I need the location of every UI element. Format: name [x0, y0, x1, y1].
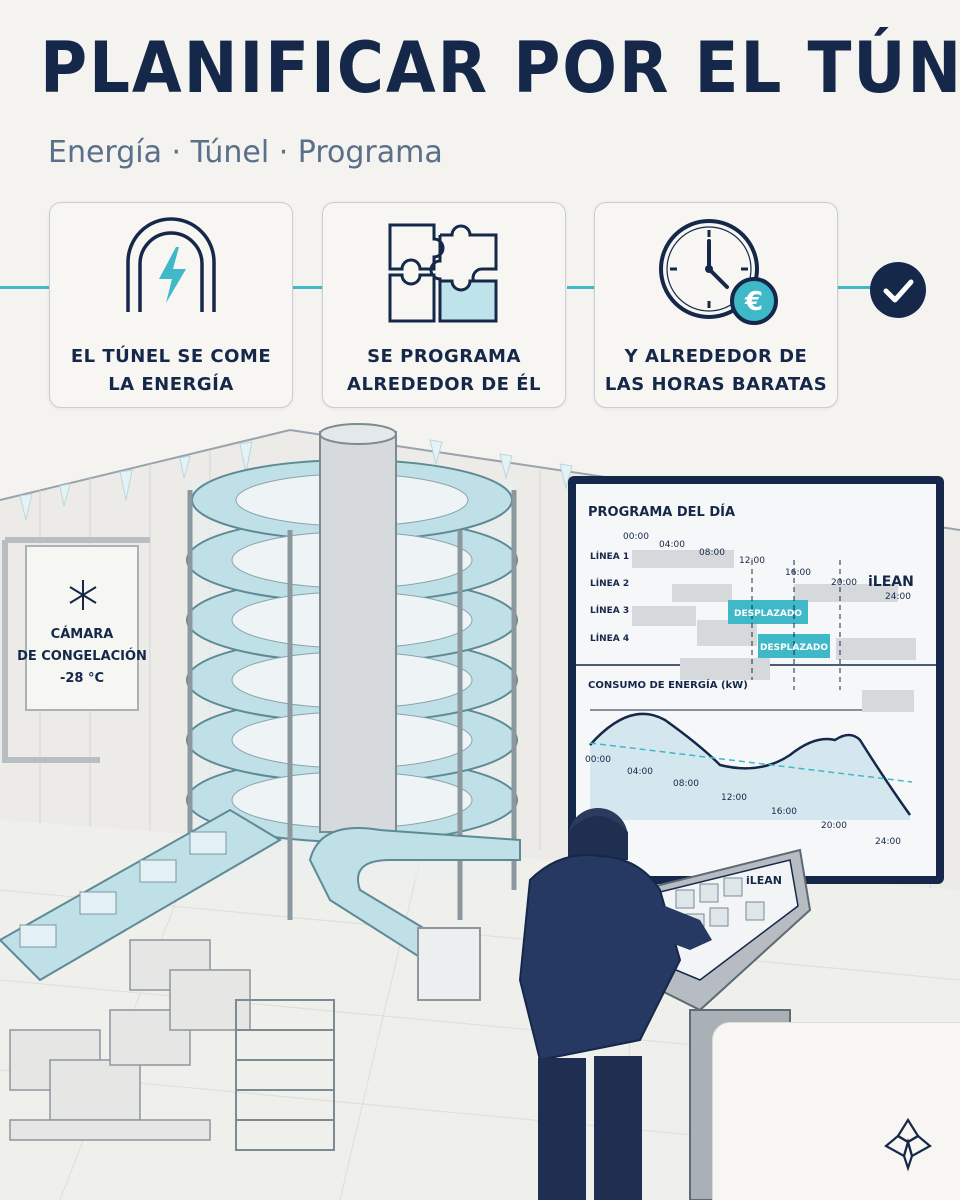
line-label: LÍNEA 1	[590, 550, 629, 562]
step-label-line: ALREDEDOR DE ÉL	[347, 374, 541, 395]
time-tick: 04:00	[659, 540, 685, 550]
cold-room-sign	[25, 545, 139, 711]
cold-room-label: DE CONGELACIÓN	[17, 648, 147, 664]
energy-tick: 12:00	[721, 793, 747, 803]
time-tick: 00:00	[623, 532, 649, 542]
spiral-freezer	[186, 423, 518, 920]
energy-tick: 00:00	[585, 755, 611, 765]
step-label-line: Y ALREDEDOR DE	[624, 346, 808, 367]
energy-tick: 20:00	[821, 821, 847, 831]
line-label: LÍNEA 3	[590, 604, 629, 616]
time-tick: 12:00	[739, 556, 765, 566]
time-tick: 16:00	[785, 568, 811, 578]
connector-line	[292, 286, 322, 289]
line-label: LÍNEA 4	[590, 632, 629, 644]
pallet-boxes	[9, 939, 251, 1141]
time-tick: 20:00	[831, 578, 857, 588]
schedule-dashboard	[568, 476, 944, 884]
step-label-line: LAS HORAS BARATAS	[604, 374, 828, 395]
clock-euro-icon: €	[659, 219, 778, 325]
svg-text:€: €	[744, 287, 763, 317]
page-subtitle: Energía · Túnel · Programa	[48, 135, 443, 170]
freezer-scene: CÁMARA DE CONGELACIÓN -28 °C	[0, 423, 960, 1200]
snowflake-icon	[69, 580, 97, 610]
connector-line	[0, 286, 50, 289]
dashboard-brand: iLEAN	[868, 574, 914, 590]
logo-icon	[884, 1117, 932, 1172]
energy-tick: 08:00	[673, 779, 699, 789]
step-card-cheap-hours: € Y ALREDEDOR DE LAS HORAS BARATAS	[594, 202, 838, 408]
step-label: EL TÚNEL SE COME LA ENERGÍA	[56, 343, 286, 399]
page-title: PLANIFICAR POR EL TÚNEL	[40, 27, 960, 109]
step-label-line: LA ENERGÍA	[108, 374, 234, 395]
energy-tick: 24:00	[875, 837, 901, 847]
check-icon	[870, 262, 926, 318]
shifted-badge: DESPLAZADO	[760, 643, 828, 653]
kiosk-brand: iLEAN	[746, 874, 782, 887]
step-card-schedule: SE PROGRAMA ALREDEDOR DE ÉL	[322, 202, 566, 408]
step-label: SE PROGRAMA ALREDEDOR DE ÉL	[329, 343, 559, 399]
step-card-energy: EL TÚNEL SE COME LA ENERGÍA	[49, 202, 293, 408]
puzzle-icon	[388, 223, 498, 323]
dashboard-title: PROGRAMA DEL DÍA	[588, 504, 735, 520]
energy-tick: 16:00	[771, 807, 797, 817]
connector-line	[825, 286, 871, 289]
energy-chart-title: CONSUMO DE ENERGÍA (kW)	[588, 678, 748, 691]
energy-tick: 04:00	[627, 767, 653, 777]
worker-figure	[518, 808, 712, 1200]
step-label-line: SE PROGRAMA	[367, 346, 521, 367]
time-tick: 08:00	[699, 548, 725, 558]
rack-trolley	[235, 999, 335, 1151]
cold-room-label: CÁMARA	[51, 626, 114, 642]
shifted-badge: DESPLAZADO	[734, 609, 802, 619]
step-label: Y ALREDEDOR DE LAS HORAS BARATAS	[601, 343, 831, 399]
time-tick: 24:00	[885, 592, 911, 602]
tunnel-energy-icon	[126, 217, 216, 312]
line-label: LÍNEA 2	[590, 577, 629, 589]
step-label-line: EL TÚNEL SE COME	[70, 346, 272, 367]
cold-room-temperature: -28 °C	[60, 671, 104, 686]
corner-panel	[712, 1022, 960, 1200]
connector-line	[567, 286, 595, 289]
conveyor-belt	[0, 808, 282, 982]
